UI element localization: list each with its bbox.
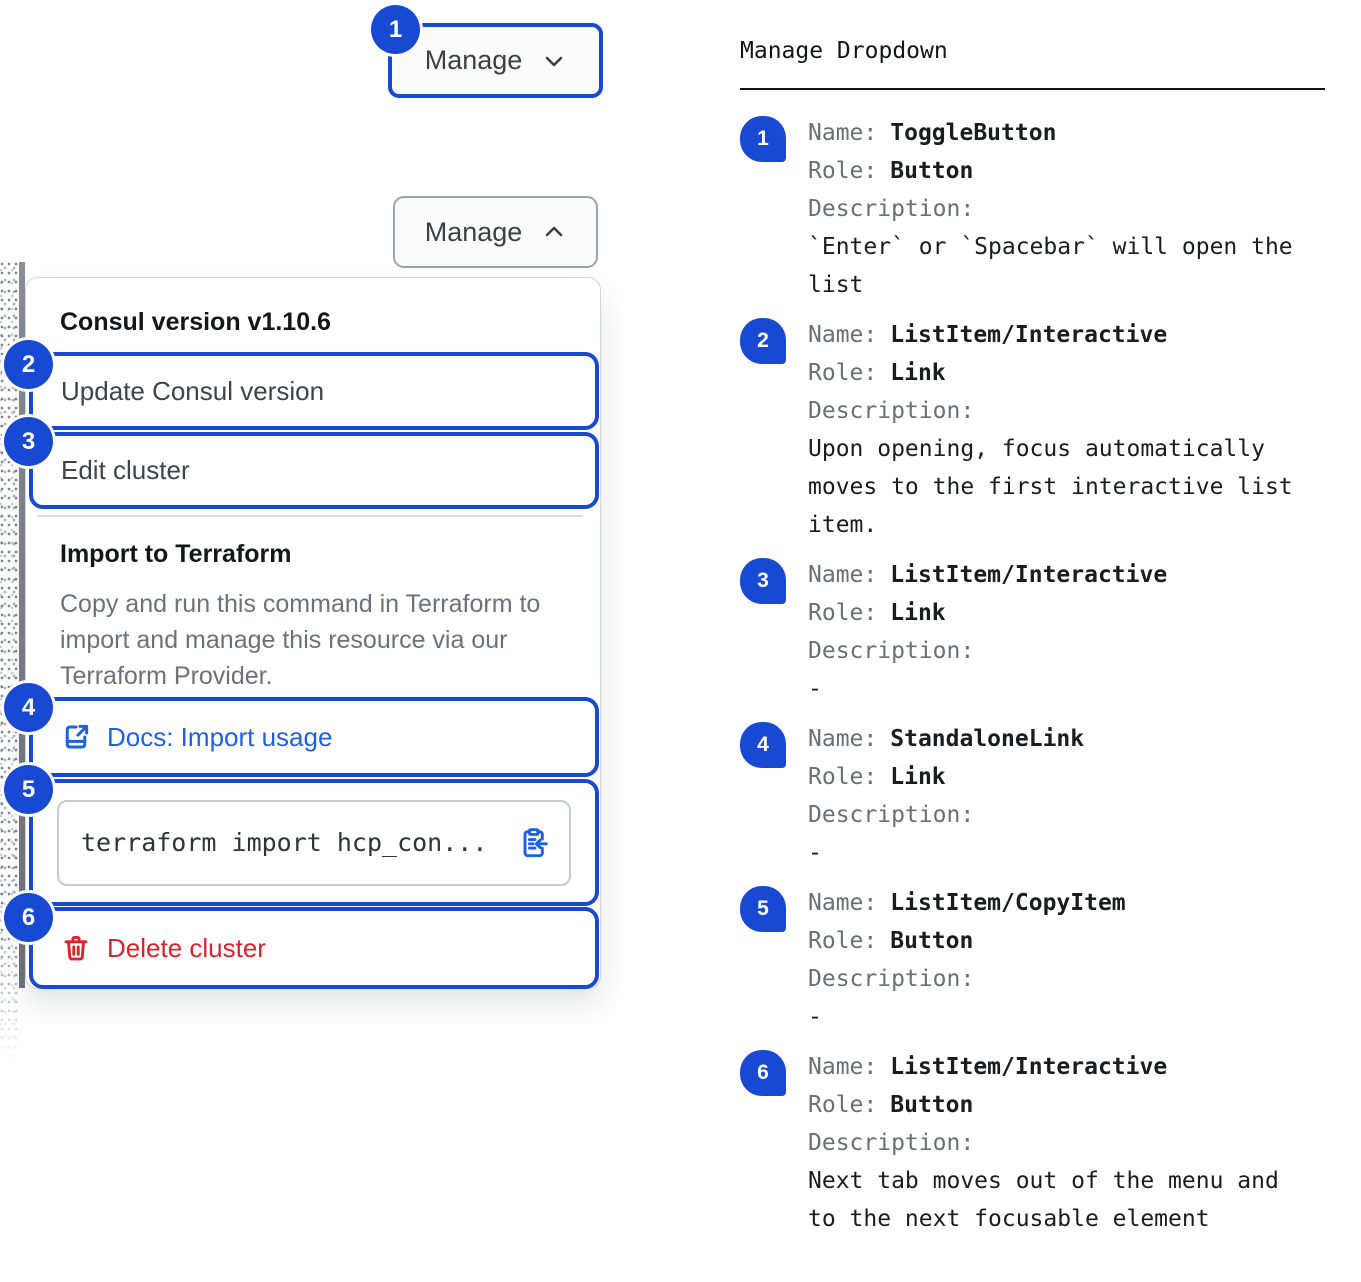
menu-divider	[37, 515, 583, 517]
legend-badge-1: 1	[740, 116, 786, 162]
consul-version-header: Consul version v1.10.6	[60, 308, 331, 336]
role-value: Button	[890, 158, 974, 184]
import-section-title: Import to Terraform	[60, 540, 292, 568]
role-value: Link	[890, 360, 946, 386]
annotation-badge-5: 5	[4, 765, 53, 814]
legend-rule	[740, 88, 1325, 90]
terraform-command-text: terraform import hcp_con...	[81, 828, 488, 857]
annotation-badge-3: 3	[4, 417, 53, 466]
legend-badge-5: 5	[740, 886, 786, 932]
annotation-badge-1: 1	[371, 5, 420, 54]
name-value: ListItem/Interactive	[890, 1054, 1168, 1080]
name-label: Name:	[808, 322, 878, 348]
legend-badge-6: 6	[740, 1050, 786, 1096]
description-label: Description:	[808, 638, 975, 664]
role-label: Role:	[808, 1092, 878, 1118]
role-value: Link	[890, 764, 946, 790]
manage-toggle-label: Manage	[424, 216, 523, 247]
description-label: Description:	[808, 802, 975, 828]
docs-link-label: Docs: Import usage	[107, 721, 333, 752]
description-label: Description:	[808, 966, 975, 992]
legend-badge-3: 3	[740, 558, 786, 604]
name-value: ListItem/Interactive	[890, 562, 1168, 588]
menu-item-copy-command: terraform import hcp_con...	[29, 779, 599, 906]
menu-item-delete-cluster[interactable]: Delete cluster	[29, 907, 599, 989]
role-value: Button	[890, 928, 974, 954]
description-value: -	[808, 676, 822, 702]
name-value: ListItem/CopyItem	[890, 890, 1126, 916]
legend-item-3: 3 Name: ListItem/Interactive Role: Link De…	[740, 556, 1325, 708]
name-label: Name:	[808, 562, 878, 588]
name-value: StandaloneLink	[890, 726, 1085, 752]
role-label: Role:	[808, 360, 878, 386]
annotation-badge-2: 2	[4, 340, 53, 389]
manage-toggle-label: Manage	[424, 45, 523, 75]
name-label: Name:	[808, 1054, 878, 1080]
menu-item-label: Edit cluster	[61, 455, 190, 485]
manage-toggle-button-expanded[interactable]: Manage	[393, 196, 598, 268]
copy-command-field[interactable]: terraform import hcp_con...	[57, 799, 571, 886]
trash-icon	[61, 933, 91, 963]
legend-item-5: 5 Name: ListItem/CopyItem Role: Button Des…	[740, 884, 1325, 1036]
description-value: -	[808, 1004, 822, 1030]
role-label: Role:	[808, 600, 878, 626]
description-value: Next tab moves out of the menu and to th…	[808, 1168, 1279, 1232]
name-label: Name:	[808, 890, 878, 916]
manage-toggle-button-collapsed[interactable]: Manage	[388, 23, 603, 98]
menu-item-edit-cluster[interactable]: Edit cluster	[29, 432, 599, 509]
legend-item-2: 2 Name: ListItem/Interactive Role: Link De…	[740, 316, 1325, 544]
menu-item-update-consul-version[interactable]: Update Consul version	[29, 352, 599, 430]
legend-item-4: 4 Name: StandaloneLink Role: Link Descript…	[740, 720, 1325, 872]
page-edge-bar	[19, 262, 25, 988]
legend-title: Manage Dropdown	[740, 38, 948, 64]
legend-badge-2: 2	[740, 318, 786, 364]
delete-cluster-label: Delete cluster	[107, 932, 266, 963]
menu-item-docs-import-usage[interactable]: Docs: Import usage	[29, 697, 599, 777]
role-label: Role:	[808, 764, 878, 790]
legend-item-6: 6 Name:ListItem/Interactive Role:Button …	[740, 1048, 1325, 1238]
role-label: Role:	[808, 928, 878, 954]
description-label: Description:	[808, 398, 975, 424]
annotation-badge-6: 6	[4, 893, 53, 942]
role-label: Role:	[808, 158, 878, 184]
role-value: Link	[890, 600, 946, 626]
name-label: Name:	[808, 726, 878, 752]
chevron-up-icon	[542, 220, 566, 244]
description-value: -	[808, 840, 822, 866]
name-value: ToggleButton	[890, 120, 1057, 146]
role-value: Button	[890, 1092, 974, 1118]
description-label: Description:	[808, 1130, 975, 1156]
legend-item-1: 1 Name: ToggleButton Role: Button Descript…	[740, 114, 1325, 304]
docs-link-icon	[61, 722, 91, 752]
chevron-down-icon	[542, 49, 566, 73]
legend-panel: Manage Dropdown 1 Name: ToggleButton Role…	[740, 36, 1325, 1250]
name-label: Name:	[808, 120, 878, 146]
description-value: `Enter` or `Spacebar` will open the list	[808, 234, 1293, 298]
description-value: Upon opening, focus automatically moves …	[808, 436, 1293, 538]
clipboard-copy-icon[interactable]	[517, 827, 549, 859]
legend-badge-4: 4	[740, 722, 786, 768]
description-label: Description:	[808, 196, 975, 222]
annotation-badge-4: 4	[4, 683, 53, 732]
import-section-description: Copy and run this command in Terraform t…	[60, 590, 541, 690]
menu-item-label: Update Consul version	[61, 375, 325, 406]
name-value: ListItem/Interactive	[890, 322, 1168, 348]
